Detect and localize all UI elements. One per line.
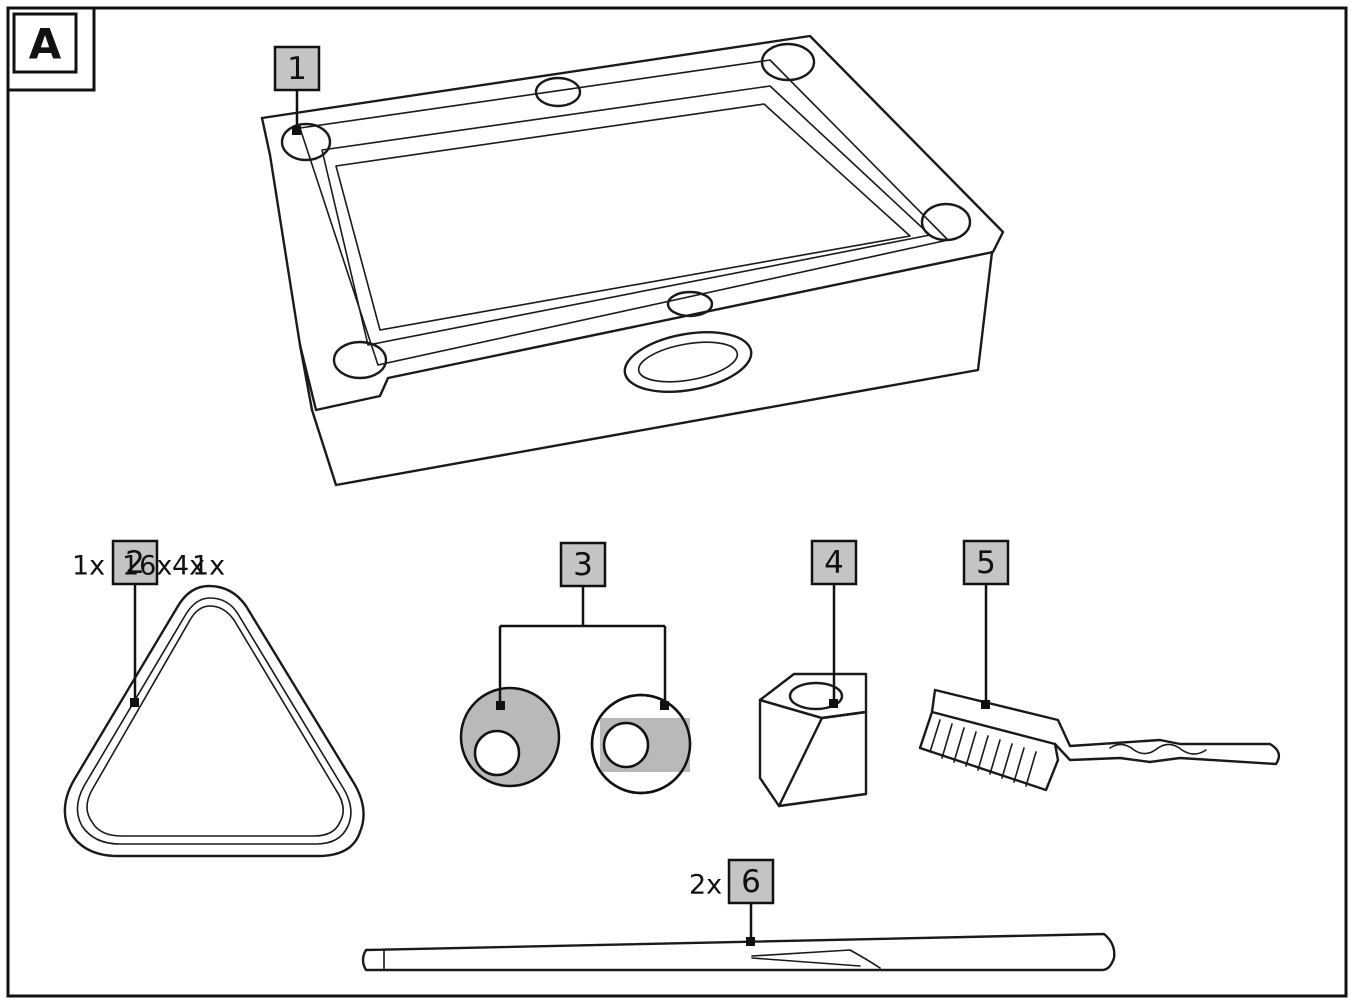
label-4-number: 4 [824,545,844,581]
panel-tab: A [6,6,96,92]
label-5-quantity: 1x [192,551,225,582]
label-4: 4 4x [172,539,858,708]
diagram-frame [6,6,1348,998]
cleaning-brush [918,688,1281,792]
chalk-cube [758,672,868,808]
label-5: 5 1x [192,539,1010,709]
striped-ball [590,693,692,795]
label-6-quantity: 2x [689,870,722,901]
panel-letter: A [29,20,62,69]
triangle-rack [63,584,365,858]
label-5-number: 5 [976,545,996,581]
label-2: 2 1x [72,539,159,707]
label-2-quantity: 1x [72,551,105,582]
label-1: 1 [273,45,321,135]
label-6-number: 6 [741,864,761,900]
billiard-table [260,34,1005,487]
label-4-quantity: 4x [172,551,205,582]
label-6: 6 2x [689,858,775,946]
balls [459,686,692,795]
label-3-number: 3 [573,547,593,583]
cue-stick [361,932,1116,972]
solid-ball [459,686,561,788]
label-3: 3 16x [122,541,669,710]
label-2-number: 2 [125,545,145,581]
label-1-number: 1 [287,51,307,87]
label-3-quantity: 16x [122,551,172,582]
